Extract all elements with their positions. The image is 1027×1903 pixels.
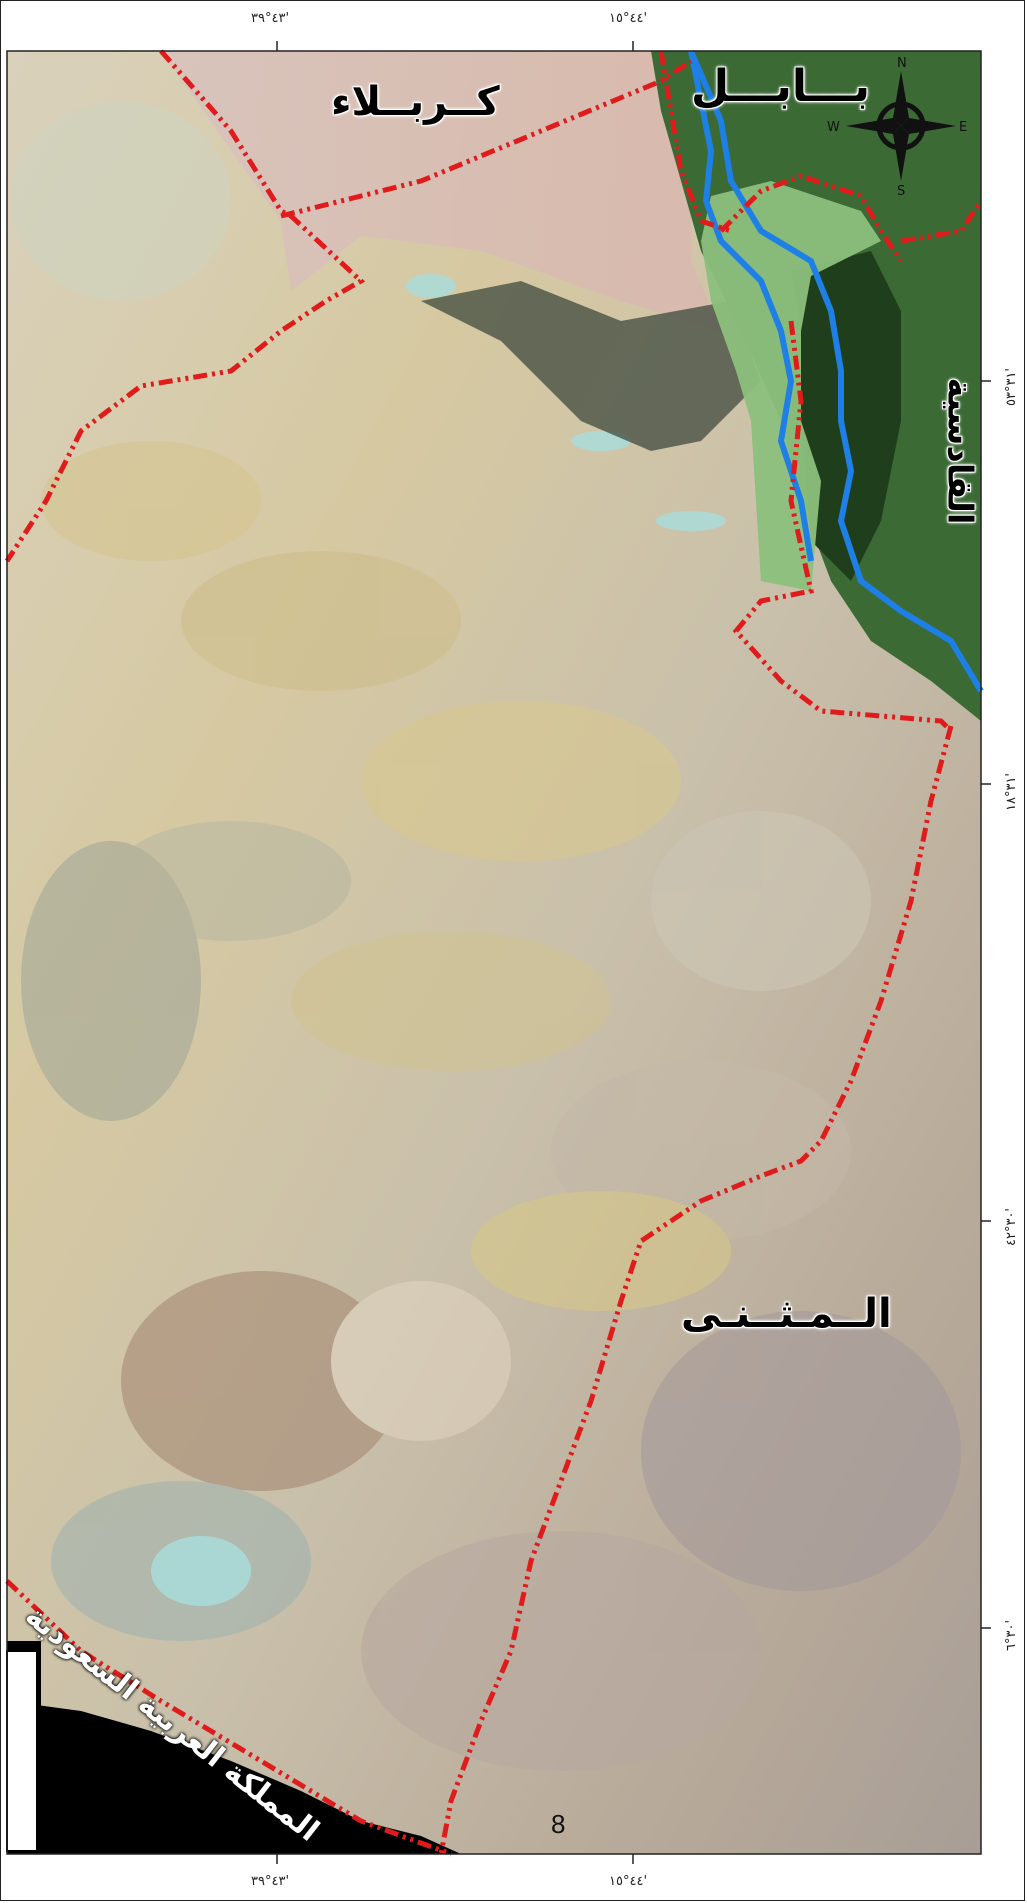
- compass-rose: [846, 71, 956, 181]
- boundary-qadisiyah: [732, 320, 953, 733]
- coord-top-right: ٤٤°١٥': [609, 11, 648, 26]
- compass-n: N: [897, 56, 907, 71]
- coord-top-left: ٤٣°٣٩': [251, 11, 290, 26]
- coord-right-4: ٣٠°٦': [1004, 1619, 1019, 1651]
- graticule-ticks: [276, 41, 991, 1864]
- karbala-desert: [161, 51, 721, 331]
- boundary-karbala-west: [4, 49, 366, 563]
- terrain-patches: [11, 101, 961, 1771]
- boundary-muthanna-east: [438, 725, 954, 1855]
- page-number: 8: [551, 1809, 566, 1839]
- boundary-saudi: [5, 1579, 452, 1857]
- coord-right-2: ٣١°١٨': [1004, 772, 1019, 811]
- coord-right-1: ٣١°٥٣': [1004, 367, 1019, 406]
- coord-bottom-left: ٤٣°٣٩': [251, 1874, 290, 1889]
- region-label-muthanna: الــمـثــنـى: [681, 1291, 892, 1337]
- river-west: [688, 50, 814, 562]
- boundary-east: [900, 199, 984, 244]
- wetlands: [421, 281, 761, 451]
- region-label-karbala: كــربــلاء: [331, 79, 500, 125]
- boundaries: [4, 49, 984, 1857]
- boundary-karbala-babil: [280, 58, 693, 219]
- compass-s: S: [897, 184, 905, 199]
- compass-w: W: [827, 120, 840, 135]
- compass-e: E: [959, 120, 967, 135]
- river-east: [688, 49, 984, 693]
- boundary-qadisiyah-north: [719, 173, 904, 263]
- saudi-area: [7, 1701, 461, 1854]
- region-label-qadisiyah: القادسية: [939, 377, 980, 525]
- boundary-babil: [658, 50, 732, 234]
- region-label-babil: بـــابـــل: [691, 61, 871, 112]
- coord-right-3: ٣٠°٤٢': [1004, 1207, 1019, 1246]
- map-neatline: [6, 50, 982, 1855]
- inset-box: [6, 1650, 38, 1852]
- coord-bottom-right: ٤٤°١٥': [609, 1874, 648, 1889]
